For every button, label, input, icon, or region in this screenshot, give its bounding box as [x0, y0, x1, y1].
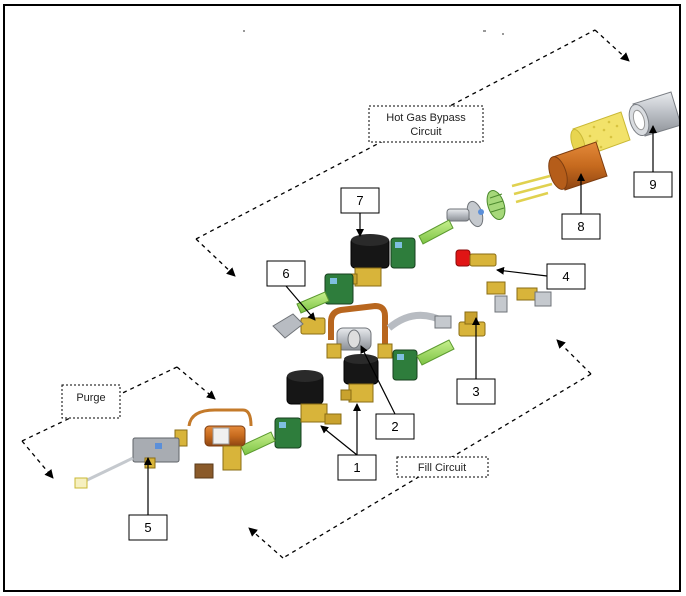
- expansion-valve-2: [326, 327, 372, 359]
- solenoid-valve-1-left: [240, 370, 342, 456]
- hot-gas-bypass-label-box: Hot Gas Bypass Circuit: [368, 105, 484, 143]
- solenoid-coil-3-area: [392, 339, 455, 381]
- callout-5-number: 5: [144, 520, 151, 535]
- callout-4-number: 4: [562, 269, 569, 284]
- callout-8-number: 8: [577, 219, 584, 234]
- valve-body-part: [446, 200, 484, 228]
- copper-tube-fitting: [377, 343, 393, 359]
- end-cap-part: [628, 91, 679, 137]
- callout-3: 3: [456, 317, 496, 405]
- brass-fitting-6: [272, 313, 326, 339]
- callout-8: 8: [561, 173, 601, 240]
- copper-tube: [328, 302, 388, 352]
- callout-9-number: 9: [649, 177, 656, 192]
- purge-label: Purge: [76, 392, 105, 404]
- hot-gas-parts: [418, 91, 679, 245]
- callout-6: 6: [266, 260, 316, 321]
- exploded-assembly-diagram: Hot Gas Bypass Circuit Purge Fill Circui…: [21, 29, 679, 559]
- fill-circuit-label-box: Fill Circuit: [396, 456, 489, 478]
- callout-2: 2: [360, 345, 415, 440]
- purge-label-box: Purge: [61, 384, 121, 419]
- relief-valve-4-parts: [455, 249, 552, 313]
- fill-circuit-label: Fill Circuit: [418, 462, 466, 474]
- callout-4: 4: [496, 263, 586, 290]
- brass-tee-3: [458, 311, 486, 337]
- callout-7-number: 7: [356, 193, 363, 208]
- diagram-frame: Hot Gas Bypass Circuit Purge Fill Circui…: [3, 4, 681, 592]
- solenoid-coil-6-area: [296, 273, 354, 314]
- faint-marks: [243, 30, 504, 35]
- springs-part: [511, 174, 553, 204]
- callout-2-number: 2: [391, 419, 398, 434]
- solenoid-valve-1-right: [340, 354, 379, 403]
- gray-pipe-end: [434, 315, 452, 329]
- mesh-disc-part: [486, 190, 506, 220]
- green-hose-upper: [418, 219, 454, 245]
- callout-1: 1: [320, 403, 377, 481]
- purge-parts: [74, 408, 253, 489]
- callout-7: 7: [340, 187, 380, 237]
- solenoid-valve-upper: [346, 234, 416, 287]
- callout-5: 5: [128, 457, 168, 541]
- hot-gas-bypass-label-line2: Circuit: [410, 126, 441, 138]
- callout-3-number: 3: [472, 384, 479, 399]
- purge-boundary: [21, 366, 216, 479]
- copper-sleeve-part: [548, 141, 608, 191]
- callout-9: 9: [633, 125, 673, 198]
- callout-6-number: 6: [282, 266, 289, 281]
- callout-1-number: 1: [353, 460, 360, 475]
- hot-gas-bypass-label-line1: Hot Gas Bypass: [386, 112, 466, 124]
